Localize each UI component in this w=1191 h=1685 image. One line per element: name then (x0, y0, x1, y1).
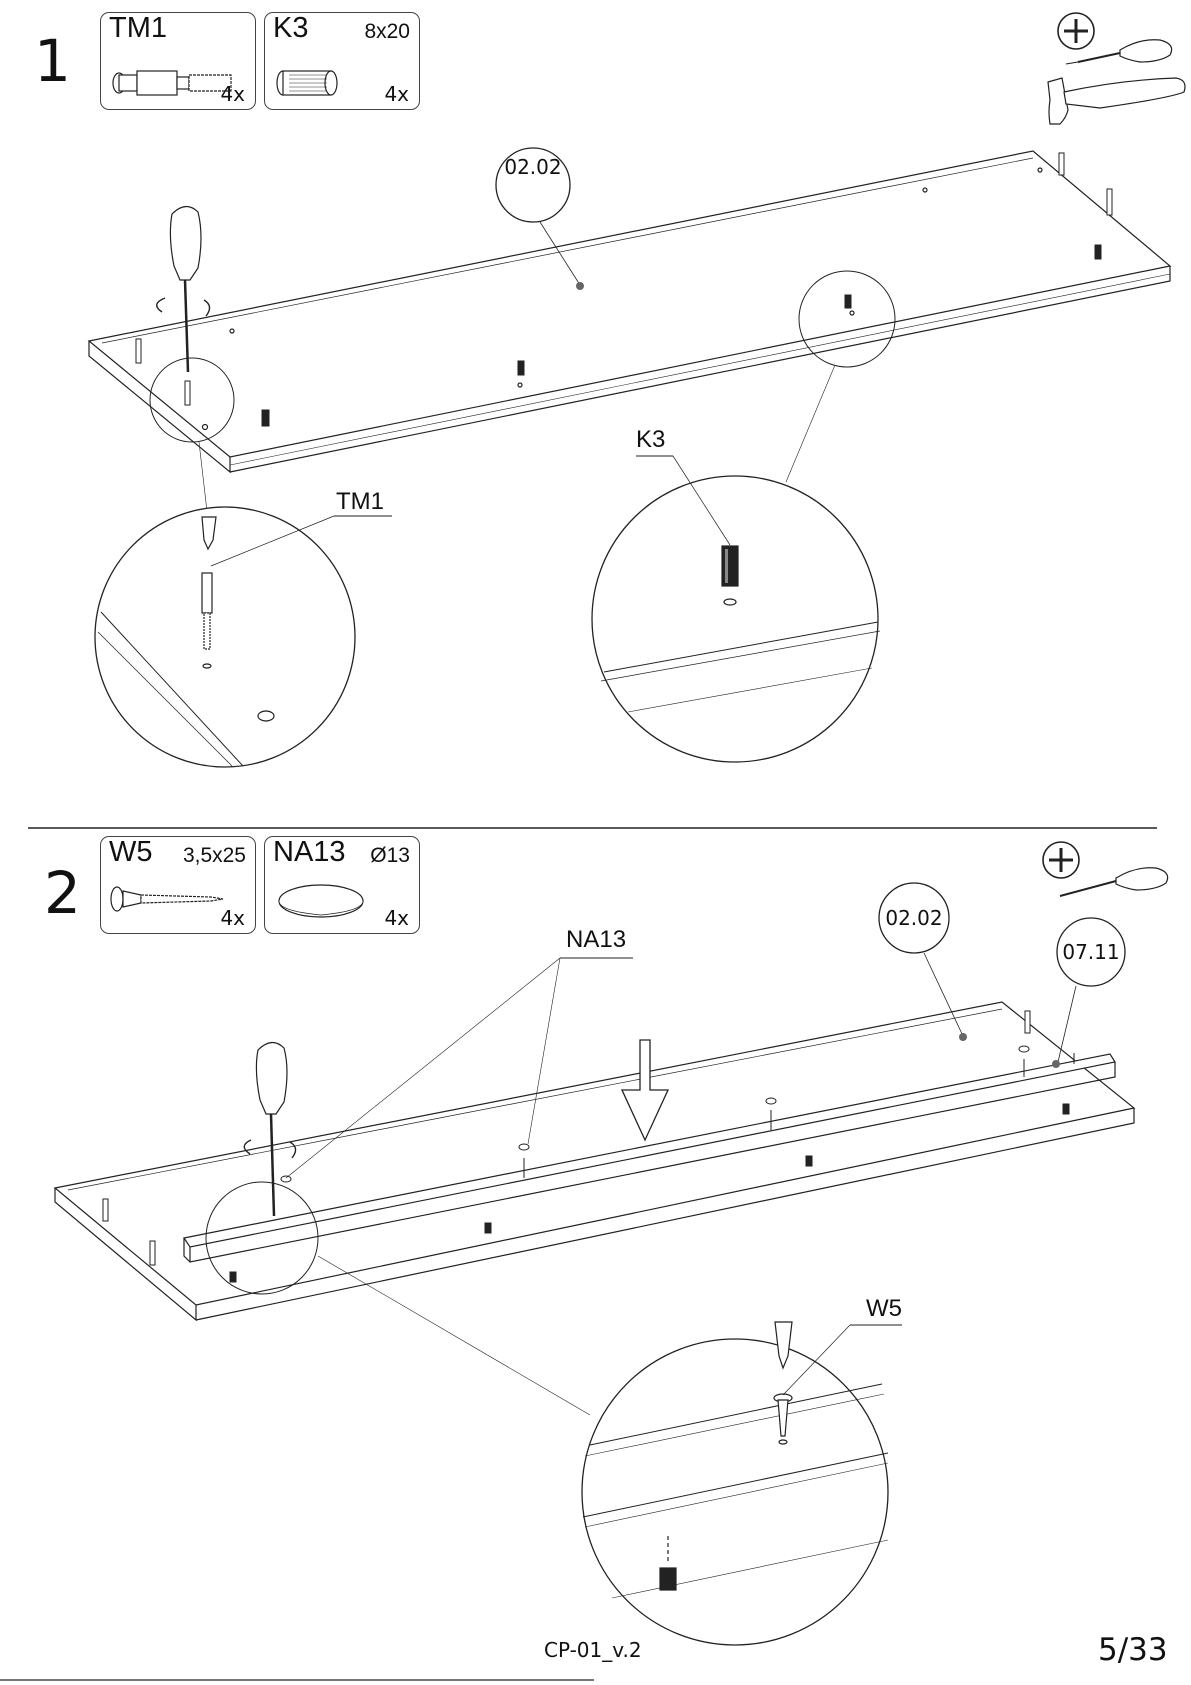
step-number: 1 (34, 32, 71, 90)
document-code: CP-01_v.2 (544, 1638, 642, 1662)
screwdriver-icon-2 (1060, 868, 1168, 896)
detail-w5 (582, 1322, 902, 1645)
detail-k3 (592, 456, 880, 762)
callout-w5: W5 (866, 1297, 902, 1321)
callout-tm1: TM1 (336, 490, 384, 514)
step-number: 2 (44, 864, 81, 922)
panel-label: 02.02 (488, 157, 578, 177)
page-number: 5/33 (1098, 1632, 1168, 1668)
screwdriver-icon (1066, 40, 1172, 64)
panel-02-02-step1 (89, 151, 1170, 472)
part-qty: 4x (220, 84, 245, 104)
phillips-icon (1058, 13, 1094, 49)
callout-k3: K3 (636, 428, 665, 452)
part-qty: 4x (384, 84, 409, 104)
hammer-icon (1048, 78, 1185, 124)
part-qty: 4x (384, 908, 409, 928)
part-box-w5: W5 3,5x25 4x (100, 836, 256, 934)
part-box-k3: K3 8x20 4x (264, 12, 420, 110)
panel-label-02-02: 02.02 (869, 908, 959, 928)
callout-na13: NA13 (566, 928, 626, 952)
panel-label-07-11: 07.11 (1046, 942, 1136, 962)
detail-tm1 (95, 507, 392, 767)
part-box-na13: NA13 Ø13 4x (264, 836, 420, 934)
part-box-tm1: TM1 4x (100, 12, 256, 110)
part-qty: 4x (220, 908, 245, 928)
phillips-icon-2 (1043, 842, 1079, 878)
